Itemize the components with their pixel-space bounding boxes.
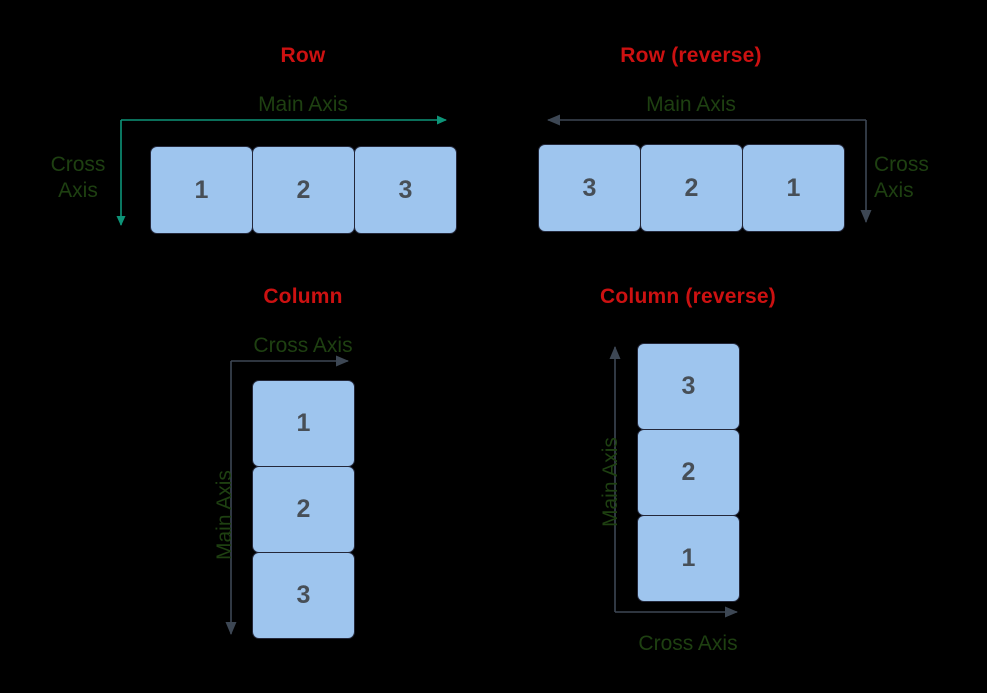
column-reverse-item-2: 2 xyxy=(637,429,740,516)
panel-column-reverse-main-axis-label: Main Axis xyxy=(599,437,622,527)
row-item-3: 3 xyxy=(354,146,457,234)
row-reverse-item-1: 1 xyxy=(742,144,845,232)
column-item-2: 2 xyxy=(252,466,355,553)
panel-row-reverse-cross-axis-label-line1: Cross xyxy=(874,153,929,176)
column-item-1: 1 xyxy=(252,380,355,467)
panel-row-reverse-title: Row (reverse) xyxy=(620,44,762,67)
column-item-3: 3 xyxy=(252,552,355,639)
panel-row-cross-axis-label-line1: Cross xyxy=(50,153,106,176)
panel-row-cross-axis-label-line2: Axis xyxy=(58,178,98,202)
panel-column-title: Column xyxy=(263,285,343,308)
panel-column-reverse-cross-axis-label: Cross Axis xyxy=(638,632,738,655)
panel-row-reverse-main-axis-label: Main Axis xyxy=(646,93,736,116)
row-item-2: 2 xyxy=(252,146,355,234)
panel-column-main-axis-label: Main Axis xyxy=(213,470,236,560)
panel-row-title: Row xyxy=(280,44,326,67)
column-reverse-item-1: 1 xyxy=(637,515,740,602)
row-reverse-item-2: 2 xyxy=(640,144,743,232)
panel-row-reverse-cross-axis-label-line2: Axis xyxy=(874,178,914,202)
panel-row-reverse-cross-axis-label: Cross Axis xyxy=(874,152,978,203)
panel-row-main-axis-label: Main Axis xyxy=(258,93,348,116)
panel-column-cross-axis-label: Cross Axis xyxy=(253,334,353,357)
panel-row-cross-axis-label: Cross Axis xyxy=(26,152,130,203)
row-item-1: 1 xyxy=(150,146,253,234)
column-reverse-item-3: 3 xyxy=(637,343,740,430)
row-reverse-item-3: 3 xyxy=(538,144,641,232)
panel-column-reverse-title: Column (reverse) xyxy=(600,285,776,308)
